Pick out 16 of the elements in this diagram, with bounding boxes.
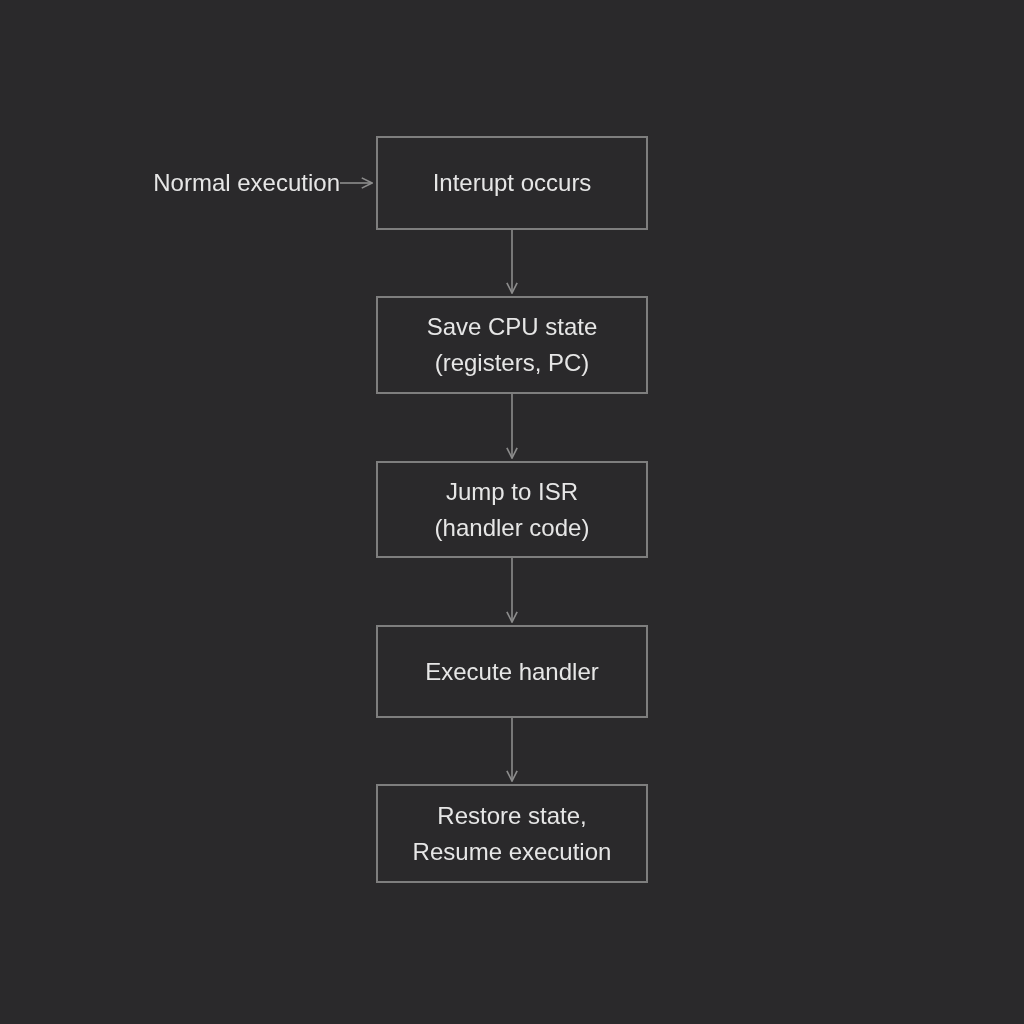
step-text: Interupt occurs	[432, 168, 592, 198]
process-box	[376, 784, 648, 883]
start-label: Normal execution	[100, 163, 340, 203]
arrow	[506, 393, 518, 459]
step-text: Restore state, Resume execution	[411, 800, 613, 867]
step-text: Execute handler	[425, 656, 599, 687]
process-box	[376, 296, 648, 394]
arrow	[506, 717, 518, 782]
step-text: Jump to ISR (handler code)	[433, 476, 591, 543]
process-box	[376, 625, 648, 718]
arrow	[506, 557, 518, 623]
arrow	[339, 177, 373, 189]
process-box	[376, 461, 648, 558]
process-box	[376, 136, 648, 230]
arrow	[506, 229, 518, 294]
step-text: Save CPU state (registers, PC)	[425, 312, 599, 378]
